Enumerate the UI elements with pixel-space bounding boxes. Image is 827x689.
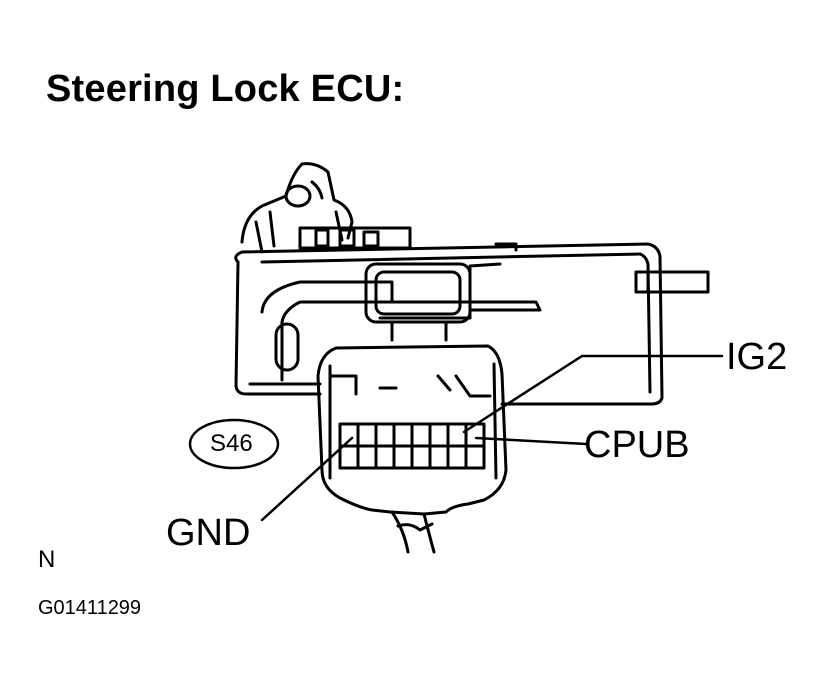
gnd-leader-line	[260, 436, 354, 522]
pin-label-gnd: GND	[166, 512, 251, 554]
mount-flange	[260, 280, 394, 382]
ecu-housing-inner-top	[260, 252, 642, 264]
ecu-housing	[234, 242, 664, 406]
connector-shell	[316, 344, 508, 516]
connector-id-bubble	[188, 418, 280, 470]
center-boss	[364, 262, 472, 324]
pin-label-cpub: CPUB	[584, 424, 690, 466]
top-bracket	[240, 162, 354, 244]
orientation-mark: N	[38, 546, 56, 573]
pin-label-ig2: IG2	[726, 336, 788, 378]
diagram-title: Steering Lock ECU:	[46, 68, 405, 110]
lock-bolt	[298, 226, 412, 250]
connector-neck	[390, 320, 448, 342]
mount-slot	[274, 322, 300, 372]
bracket-ledge	[378, 300, 542, 320]
cpub-leader-line	[474, 436, 588, 446]
figure-code: G01411299	[38, 597, 142, 619]
ecu-housing-right-edge	[638, 252, 652, 394]
ig2-leader-line	[462, 354, 724, 434]
connector-id-label: S46	[210, 430, 253, 457]
ecu-housing-left	[234, 260, 322, 396]
wire-stub	[634, 270, 710, 294]
wire-harness	[390, 510, 436, 554]
